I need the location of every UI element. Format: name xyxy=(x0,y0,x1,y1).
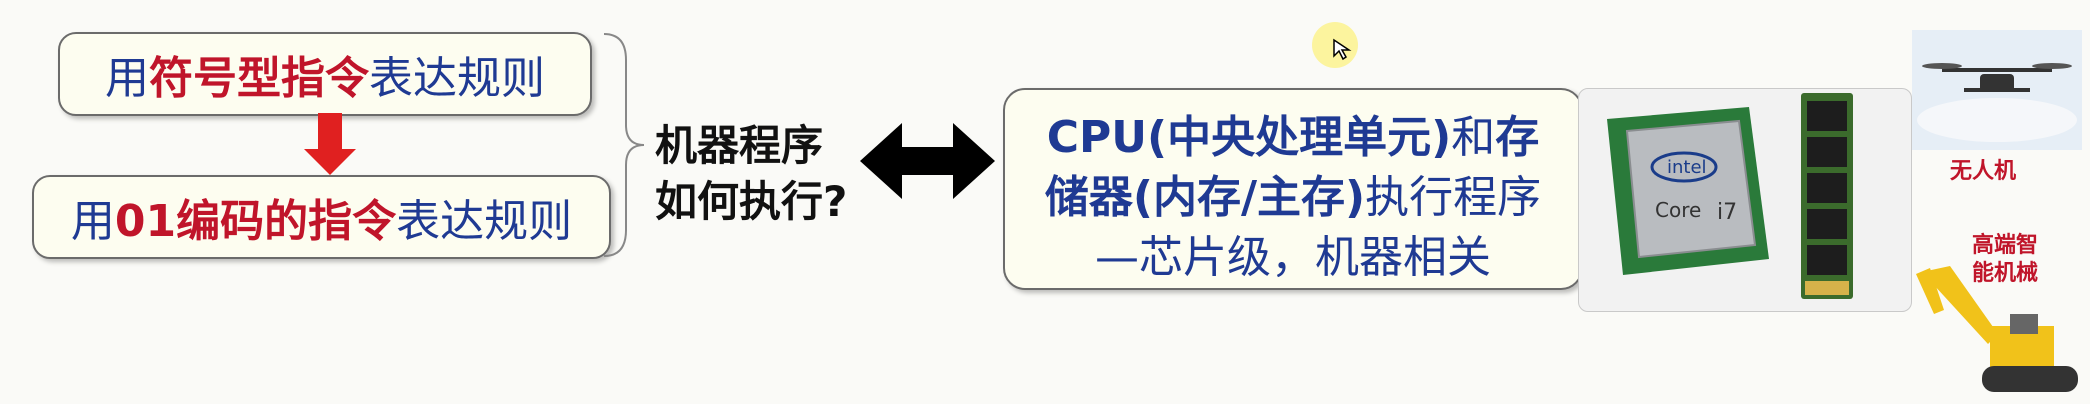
cpu-term: CPU(中央处理单元) xyxy=(1046,112,1452,163)
memory-term: 储器(内存/主存) xyxy=(1044,172,1366,223)
rule-box-symbolic: 用符号型指令表达规则 xyxy=(58,32,592,116)
and-text: 和 xyxy=(1451,112,1496,163)
double-arrow-icon xyxy=(860,123,995,199)
question-line1: 机器程序 xyxy=(655,121,824,170)
chip-model: Core xyxy=(1655,198,1701,222)
rule2-prefix: 用 xyxy=(70,196,115,247)
chip-brand: intel xyxy=(1667,157,1707,178)
rule1-prefix: 用 xyxy=(105,53,149,104)
chip-gen: i7 xyxy=(1717,200,1737,225)
rule1-suffix: 表达规则 xyxy=(369,53,545,104)
cursor-icon xyxy=(1333,38,1352,61)
memory-term-start: 存 xyxy=(1495,112,1540,163)
execute-text: 执行程序 xyxy=(1365,172,1542,223)
excavator-image xyxy=(1916,266,2078,392)
cpu-line2: 储器(内存/主存)执行程序 xyxy=(1005,168,1581,228)
excavator-label: 高端智 能机械 xyxy=(1972,232,2038,288)
drone-label: 无人机 xyxy=(1950,159,2017,184)
right-brace-icon xyxy=(603,33,645,257)
excavator-label-line2: 能机械 xyxy=(1972,261,2039,286)
cpu-chip-icon: intel Core i7 xyxy=(1607,107,1769,275)
excavator-label-line1: 高端智 xyxy=(1972,233,2039,258)
rule2-suffix: 表达规则 xyxy=(396,196,573,247)
ram-stick-icon xyxy=(1801,93,1853,299)
rule1-highlight: 符号型指令 xyxy=(149,53,369,104)
down-arrow-icon xyxy=(304,113,356,175)
drone-image xyxy=(1912,30,2082,150)
cpu-line3: —芯片级，机器相关 xyxy=(1095,232,1491,283)
question-text: 机器程序 如何执行? xyxy=(655,118,847,230)
hardware-illustration: intel Core i7 xyxy=(1607,93,1853,299)
hardware-photo-panel: intel Core i7 xyxy=(1578,88,1912,312)
rule2-highlight: 01编码的指令 xyxy=(114,196,397,247)
cpu-line1: CPU(中央处理单元)和存 xyxy=(1005,108,1581,168)
cpu-memory-box: CPU(中央处理单元)和存 储器(内存/主存)执行程序 —芯片级，机器相关 xyxy=(1003,88,1583,290)
question-line2: 如何执行? xyxy=(655,177,848,226)
